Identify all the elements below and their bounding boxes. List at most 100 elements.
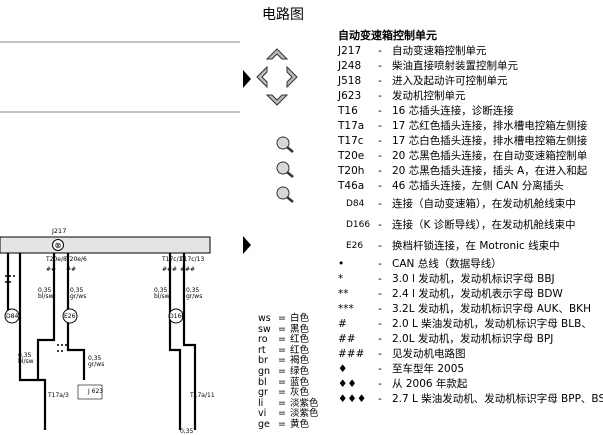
legend-desc: 2.4 l 发动机，发动机表示字母 BDW [392,288,563,300]
wire-color-name: 黄色 [290,418,310,430]
legend-desc: 20 芯黑色插头连接，插头 A，在进入和起 [392,165,588,177]
wire-marker: ### [180,266,196,273]
legend-desc: 换档杆锁连接，在 Motronic 线束中 [392,240,560,252]
legend-dash: - [378,333,382,345]
legend-dash: - [378,45,382,57]
legend-desc: 从 2006 年款起 [392,378,468,390]
legend-row: J623 - 发动机控制单元 [338,89,603,104]
legend-row: T20h - 20 芯黑色插头连接，插头 A，在进入和起 [338,164,603,179]
component-bottom-label: J 623 [88,388,104,395]
legend-row: *** - 3.2L 发动机，发动机标识字母 AUK、BKH [338,302,603,317]
legend-dash: - [378,180,382,192]
legend-code: T20h [338,165,365,177]
zoom-in-icon[interactable] [275,136,297,154]
legend-row: T20e - 20 芯黑色插头连接，在自动变速箱控制单 [338,149,603,164]
legend-desc: CAN 总线（数据导线） [392,258,502,270]
wire-color-code: ro [258,334,268,346]
connector-label: T17c/11 [162,256,187,263]
legend-desc: 46 芯插头连接，左侧 CAN 分离插头 [392,180,564,192]
legend-code: * [338,273,344,285]
legend-dash: - [378,135,382,147]
legend-dash: - [378,165,382,177]
legend-row: • - CAN 总线（数据导线） [338,257,603,272]
svg-text:⊗: ⊗ [55,241,62,250]
wire-marker: ### [162,266,178,273]
wire-color-code: br [258,355,268,367]
wire-color: bl/sw [38,293,54,300]
wire-color-row: li=淡紫色 [258,398,319,410]
nav-up-icon[interactable] [265,48,289,60]
legend-row: E26 - 换档杆锁连接，在 Motronic 线束中 [338,236,603,257]
wire-color-equals: = [278,418,286,430]
legend-code: ## [338,333,356,345]
wire-color-row: sw=黑色 [258,323,319,336]
legend-desc: 柴油直接喷射装置控制单元 [392,60,518,72]
wire-size: 0,35 [154,287,168,294]
legend-dash: - [378,258,382,270]
wire-color-row: vi=淡紫色 [258,409,319,420]
wire-color-name: 白色 [290,313,310,324]
legend-desc: 发动机控制单元 [392,90,466,102]
wire-marker: ## [46,266,57,273]
legend-code: D84 [346,199,365,209]
legend-desc: 至车型年 2005 [392,363,465,375]
wire-size: 0,35 [88,355,102,362]
page-marker-arrow [243,236,251,254]
wire-color-row: gr=灰色 [258,388,319,399]
nav-down-icon[interactable] [265,94,289,106]
legend-row: D84 - 连接（自动变速箱），在发动机舱线束中 [338,194,603,215]
zoom-out-icon[interactable] [275,161,297,179]
legend-code: J518 [338,75,362,87]
legend-desc: 3.2L 发动机，发动机标识字母 AUK、BKH [392,303,591,315]
wire-color-equals: = [278,365,286,377]
legend-dash: - [378,318,382,330]
legend-dash: - [378,75,382,87]
legend-code: ♦♦♦ [338,393,367,405]
legend-desc: 连接（K 诊断导线），在发动机舱线束中 [392,219,576,231]
wire-color-equals: = [278,323,286,335]
legend-code: ♦♦ [338,378,357,390]
legend-dash: - [378,240,382,252]
wire-marker: ## [66,266,77,273]
wire-color-code: ge [258,418,270,430]
legend-code: *** [338,303,354,315]
component-bottom-label: T17a/3 [48,392,69,399]
legend-heading: 自动变速箱控制单元 [338,29,437,42]
legend-code: T16 [338,105,358,117]
component-legend: 自动变速箱控制单元 J217 - 自动变速箱控制单元 J248 - 柴油直接喷射… [338,28,603,407]
legend-row: ♦ - 至车型年 2005 [338,362,603,377]
legend-dash: - [378,120,382,132]
nav-left-icon[interactable] [256,65,268,89]
page-title: 电路图 [262,7,304,23]
component-bottom-label: T17a/11 [190,392,215,399]
legend-row: J217 - 自动变速箱控制单元 [338,44,603,59]
nav-right-icon[interactable] [286,65,298,89]
wire-color: gr/ws [70,293,87,300]
wire-color-row: ro=红色 [258,335,319,346]
legend-dash: - [378,105,382,117]
legend-row: T16 - 16 芯插头连接，诊断连接 [338,104,603,119]
zoom-fit-icon[interactable] [275,186,297,204]
legend-code: T20e [338,150,365,162]
legend-row: T46a - 46 芯插头连接，左侧 CAN 分离插头 [338,179,603,194]
wire-color-code: rt [258,344,266,356]
legend-code: ** [338,288,349,300]
circuit-diagram: ⊗ [0,41,240,430]
legend-dash: - [378,219,382,231]
wire-color-code: vi [258,408,267,420]
wire-color-row: rt=红色 [258,344,319,357]
wire-color-name: 红色 [290,344,310,356]
wire-color-row: ws=白色 [258,313,319,325]
legend-code: ♦ [338,363,348,375]
legend-desc: 自动变速箱控制单元 [392,45,487,57]
wire-size: 0,35 [70,287,84,294]
legend-dash: - [378,348,382,360]
legend-row: ♦♦ - 从 2006 年款起 [338,377,603,392]
legend-code: ### [338,348,365,360]
wire-color-code: bl [258,376,267,388]
wire-size: 0,35 [186,287,200,294]
wire-color-name: 褐色 [290,355,310,367]
wire-color-code: gn [258,365,271,377]
wire-color-name: 蓝色 [290,376,310,388]
